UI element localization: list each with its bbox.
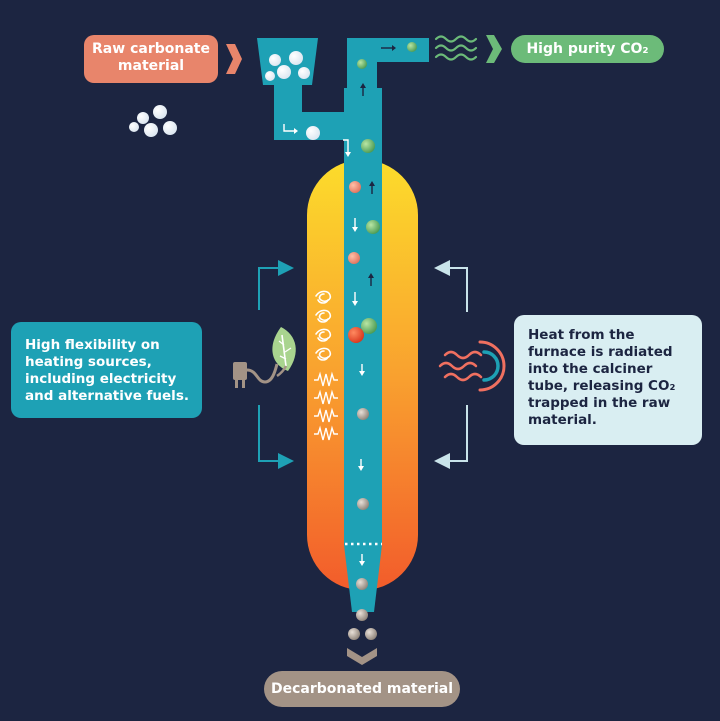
raw-material-line: material [117, 58, 185, 74]
particle-icon [129, 42, 417, 640]
chevron-right-icon [226, 44, 242, 74]
arrow-icon [283, 45, 396, 286]
heat-line: material. [528, 412, 597, 428]
decarbonated-label: Decarbonated material [264, 671, 460, 707]
arrow-icon [352, 218, 365, 566]
heat-line: Heat from the [528, 327, 635, 343]
flexibility-line: High flexibility on [25, 337, 160, 353]
leaf-icon [272, 327, 296, 378]
plug-icon [233, 362, 279, 388]
heat-line: trapped in the raw [528, 395, 671, 411]
raw-material-line: Raw carbonate [92, 41, 210, 57]
flame-icon [315, 290, 332, 361]
flexibility-label: High flexibility on heating sources, inc… [11, 322, 202, 418]
heat-line: furnace is radiated [528, 344, 673, 360]
chevron-down-icon [347, 648, 377, 665]
heat-input-bracket [258, 260, 294, 469]
flexibility-line: including electricity [25, 371, 177, 387]
heat-line: tube, releasing CO₂ [528, 378, 676, 394]
heating-coil-icon [314, 371, 338, 441]
heat-radiation-bracket [434, 260, 468, 469]
chevron-right-icon [486, 35, 502, 63]
flexibility-line: and alternative fuels. [25, 388, 189, 404]
flexibility-line: heating sources, [25, 354, 152, 370]
radiant-heat-icon [438, 340, 506, 392]
gas-waves-icon [434, 35, 478, 61]
calciner-tube [344, 88, 382, 612]
co2-label: High purity CO₂ [511, 35, 664, 63]
heat-line: into the calciner [528, 361, 653, 377]
raw-material-label: Raw carbonate material [84, 35, 218, 83]
heat-label: Heat from the furnace is radiated into t… [514, 315, 702, 445]
